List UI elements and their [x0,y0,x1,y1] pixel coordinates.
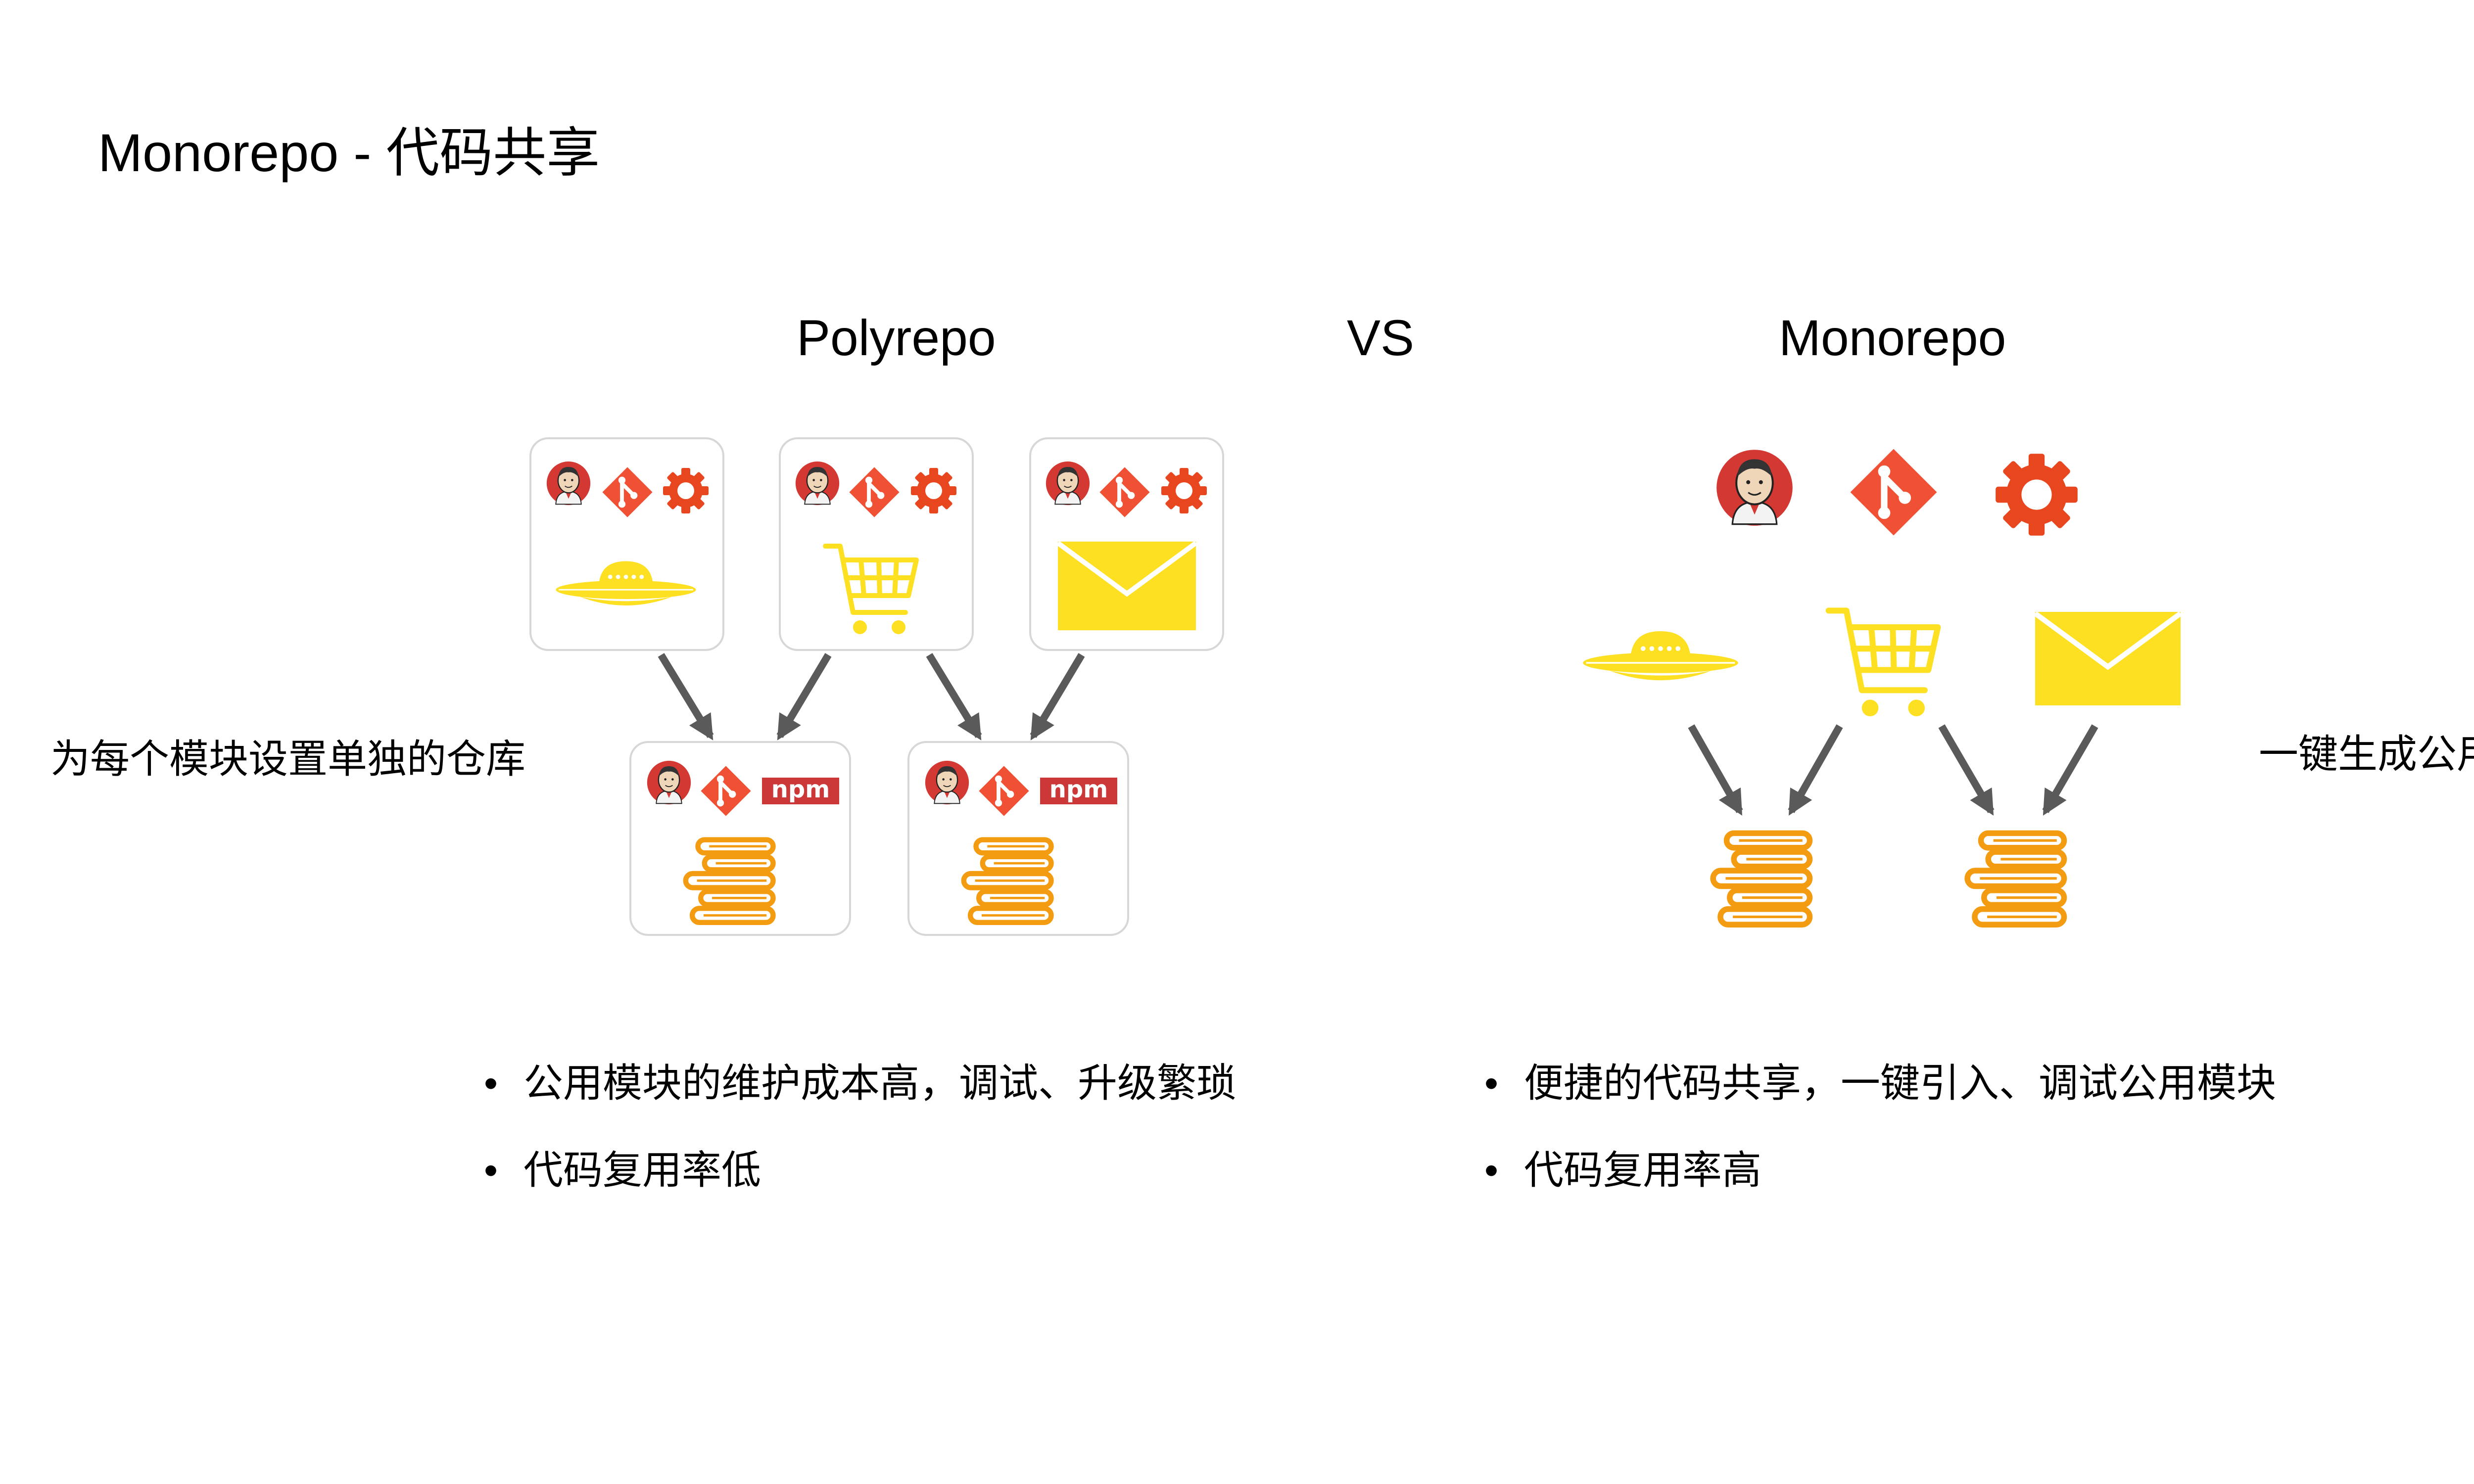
polyrepo-module-card [1029,437,1224,651]
jenkins-icon [795,461,840,506]
slide-title: Monorepo - 代码共享 [98,123,600,183]
polyrepo-note: 为每个模块设置单独的仓库 [50,737,525,781]
ufo-icon [1582,630,1739,681]
polyrepo-module-card [529,437,724,651]
book-stack-icon [1713,833,1809,925]
dependency-arrow [1688,724,1743,816]
dependency-arrow [1788,724,1843,816]
dependency-arrow [2042,724,2098,816]
npm-label: npm [771,776,830,803]
book-stack-icon [964,840,1051,923]
bullet-item: 便捷的代码共享，一键引入、调试公用模块 [1484,1064,2276,1151]
heading-monorepo: Monorepo [1779,310,2006,366]
book-stack-icon [1967,833,2064,925]
jenkins-icon [1715,449,1794,527]
dependency-arrow [658,653,714,741]
monorepo-modules [1582,610,2181,716]
mail-icon [1058,542,1196,630]
gear-icon [911,468,956,513]
jenkins-icon [646,760,692,805]
dependency-arrow [776,653,832,741]
book-stack-icon [686,840,773,923]
mail-icon [2035,612,2181,705]
heading-polyrepo: Polyrepo [797,310,996,366]
polyrepo-library-card: npm [907,741,1129,936]
jenkins-icon [1045,461,1091,506]
git-icon [1851,449,1937,536]
cart-icon [1829,610,1938,716]
polyrepo-library-card: npm [629,741,851,936]
npm-icon [762,778,839,804]
jenkins-icon [546,461,591,506]
heading-vs: VS [1347,310,1415,366]
polyrepo-bullet-list: 公用模块的维护成本高，调试、升级繁琐 代码复用率低 [484,1064,1236,1238]
polyrepo-module-card [779,437,974,651]
bullet-item: 代码复用率低 [484,1151,1236,1238]
gear-icon [1161,468,1207,513]
dependency-arrow [1938,724,1995,816]
dependency-arrow [926,653,982,741]
npm-label: npm [1049,776,1108,803]
npm-icon [1040,778,1117,804]
monorepo-note: 一键生成公用模块 [2259,732,2474,776]
gear-icon [663,468,709,513]
monorepo-bullet-list: 便捷的代码共享，一键引入、调试公用模块 代码复用率高 [1484,1064,2276,1238]
bullet-item: 公用模块的维护成本高，调试、升级繁琐 [484,1064,1236,1151]
gear-icon [1996,454,2078,536]
bullet-item: 代码复用率高 [1484,1151,2276,1238]
jenkins-icon [924,760,970,805]
dependency-arrow [1030,653,1085,741]
monorepo-tooling [1715,449,2078,536]
